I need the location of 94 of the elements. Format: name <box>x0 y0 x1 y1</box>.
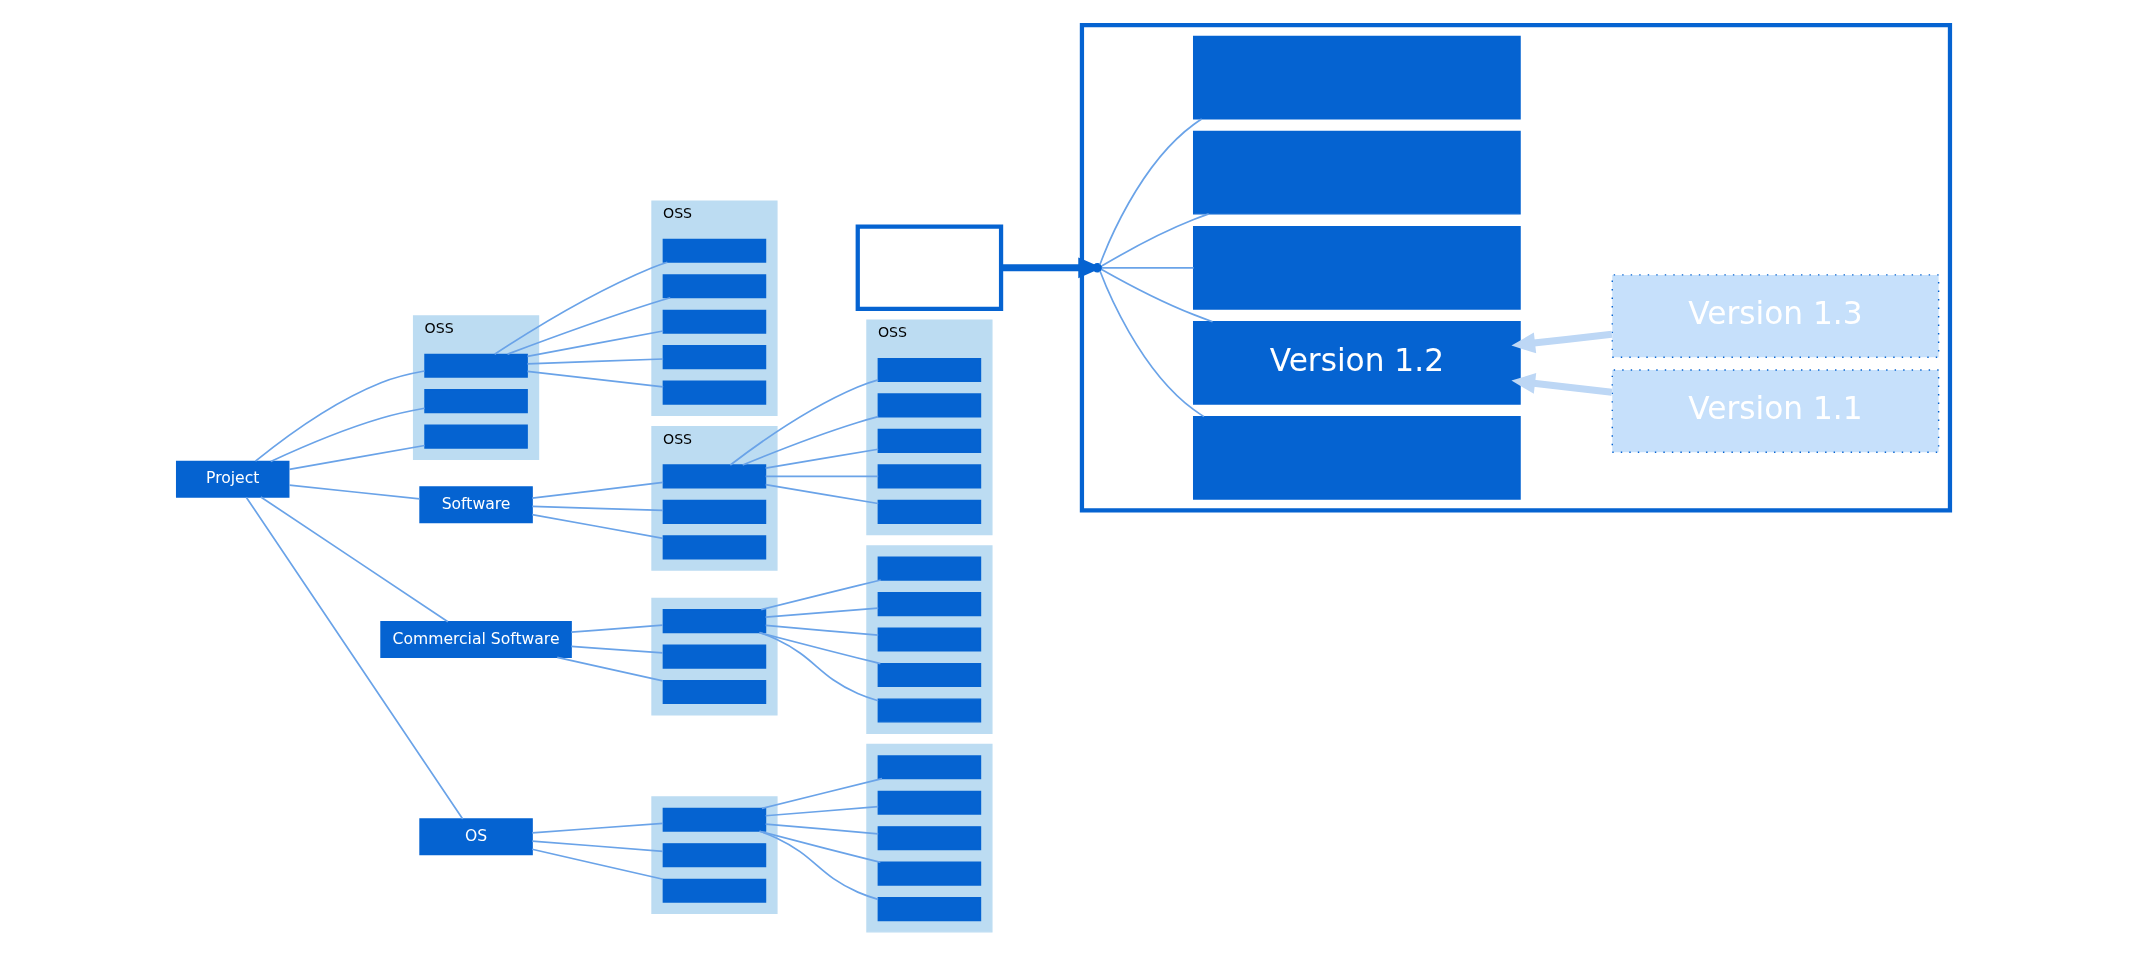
connector <box>269 407 426 463</box>
node-box <box>662 464 767 489</box>
connector <box>526 370 664 388</box>
cluster <box>866 545 993 734</box>
connector <box>288 444 426 471</box>
node-box <box>877 393 982 418</box>
connector <box>1100 266 1195 269</box>
connector <box>259 496 449 623</box>
connector <box>526 330 664 358</box>
node-box <box>877 627 982 652</box>
connector <box>245 496 464 820</box>
connector <box>556 656 664 682</box>
node-box: Project <box>175 460 290 498</box>
node-box <box>877 755 982 780</box>
connector <box>288 484 421 500</box>
connector <box>506 296 672 356</box>
connector <box>570 624 664 634</box>
node-box <box>662 499 767 524</box>
connector <box>531 848 664 881</box>
connector <box>758 830 882 864</box>
node-box <box>877 698 982 723</box>
node-box <box>662 644 767 669</box>
node-box <box>877 826 982 851</box>
connector <box>764 483 880 505</box>
connector <box>531 840 664 853</box>
node-box <box>1193 416 1521 500</box>
node-box <box>877 790 982 815</box>
node-box <box>662 807 767 832</box>
node-box <box>662 274 767 299</box>
connector <box>531 513 664 540</box>
node-box <box>877 662 982 688</box>
connector <box>764 805 880 817</box>
connector <box>729 379 880 466</box>
connector <box>1099 118 1203 266</box>
node-box: Commercial Software <box>380 621 572 658</box>
cluster <box>651 597 778 716</box>
node-box <box>1193 35 1521 120</box>
connector <box>764 607 880 618</box>
node-box <box>424 389 528 414</box>
node-box: Version 1.2 <box>1193 321 1521 405</box>
cluster <box>651 796 778 915</box>
connector <box>1099 270 1205 418</box>
cluster: OSS <box>412 315 540 461</box>
node-box: OS <box>419 818 533 856</box>
node-box: Software <box>419 486 533 524</box>
node-box <box>662 609 767 634</box>
node-box <box>424 353 528 378</box>
connector <box>526 358 664 365</box>
node-box <box>877 861 982 886</box>
node-box: Version 1.3 <box>1611 274 1940 358</box>
connector <box>1100 213 1210 267</box>
cluster: OSS <box>866 319 993 536</box>
connector <box>764 475 880 478</box>
node-box <box>877 556 982 581</box>
connector <box>570 645 664 654</box>
cluster <box>866 743 993 933</box>
connector <box>531 822 664 834</box>
connector <box>758 631 879 702</box>
node-box <box>662 380 767 405</box>
cluster: OSS <box>651 200 778 417</box>
connector <box>1100 268 1214 323</box>
node-box <box>662 345 767 370</box>
arrow <box>1511 330 1613 354</box>
arrow <box>1511 373 1613 396</box>
cluster: OSS <box>651 426 778 571</box>
connector <box>760 579 882 611</box>
connector <box>493 261 669 356</box>
node-box <box>877 464 982 489</box>
connector <box>758 631 882 665</box>
node-box <box>855 224 1004 312</box>
node-box <box>1193 225 1521 310</box>
node-box <box>1193 130 1521 215</box>
node-box <box>662 238 767 263</box>
node-box <box>662 680 767 705</box>
node-box: Version 1.1 <box>1611 369 1940 453</box>
connector <box>254 370 426 462</box>
connector <box>764 624 880 637</box>
connector <box>741 415 880 466</box>
node-box <box>662 843 767 868</box>
connector <box>764 448 880 469</box>
connector <box>764 823 880 835</box>
connector <box>761 777 883 810</box>
node-box <box>877 499 982 524</box>
node-box <box>662 309 767 334</box>
node-box <box>662 878 767 903</box>
node-box <box>662 535 767 560</box>
node-box <box>877 357 982 382</box>
node-box <box>877 897 982 922</box>
node-box <box>877 428 982 453</box>
node-box <box>424 424 528 449</box>
connector <box>531 505 664 512</box>
node-box <box>877 592 982 617</box>
connector <box>758 830 879 901</box>
connector <box>531 481 664 500</box>
